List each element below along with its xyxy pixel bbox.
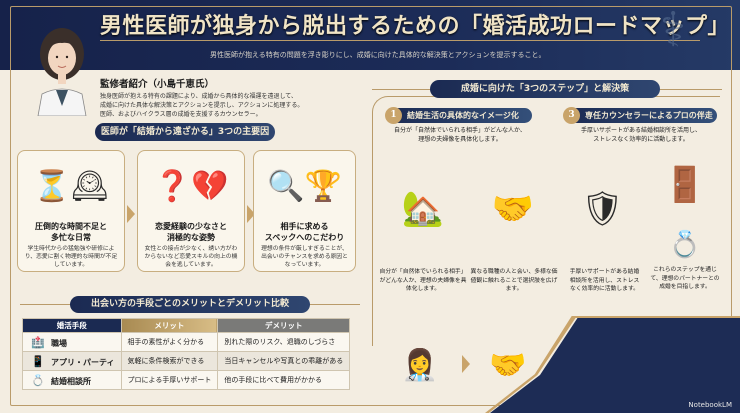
step-1-desc: 自分が「自然体でいられる相手」がどんな人か、理想の夫婦像を具体化します。 — [394, 127, 526, 143]
title-divider — [100, 40, 700, 41]
arrow-icon — [462, 355, 470, 373]
business-handshake-illustration: 🤝 — [489, 347, 527, 383]
step-caption: 異なる職種の人と会い、多様な価値観に触れることで選択肢を広げます。 — [470, 269, 558, 292]
step-number: 1 — [385, 107, 402, 124]
merit-cell: 気軽に条件検索ができる — [120, 351, 219, 371]
arrow-icon — [247, 205, 255, 223]
cause-title: 恋愛経験の少なさと消極的な姿勢 — [155, 222, 227, 242]
merit-cell: 相手の素性がよく分かる — [120, 332, 219, 352]
supervisor-title: 監修者紹介（小島千恵氏） — [100, 79, 215, 90]
smartphone-icon: 📱 — [31, 354, 45, 368]
cause-card-time: ⏳🕰 圧倒的な時間不足と多忙な日常 学生時代からの猛勉強や研修により、恋愛に割く… — [17, 150, 125, 272]
comparison-table: 婚活手段 メリット デメリット 🏥 職場 相手の素性がよく分かる 別れた際のリスク… — [22, 318, 351, 390]
outer-frame — [10, 6, 732, 406]
supervisor-line: 成婚に向けた具体な解決策とアクションを提示し、アクションに処理する。 — [100, 102, 304, 109]
comparison-heading: 出会い方の手段ごとのメリットとデメリット比較 — [70, 296, 310, 313]
step-1-header: 1 結婚生活の具体的なイメージ化 — [385, 107, 532, 124]
supervisor-line: 独身医師が抱える特有の課題により、成婚から具体的な福運を遠退して、 — [100, 93, 297, 100]
arrow-icon — [127, 205, 135, 223]
step-title: 専任カウンセラーによるプロの伴走 — [585, 111, 713, 120]
supervisor-description: 独身医師が抱える特有の課題により、成婚から具体的な福運を遠退して、 成婚に向けた… — [100, 92, 370, 119]
column-header: デメリット — [217, 318, 351, 333]
cause-card-specs: 🔍🏆 相手に求めるスペックへのこだわり 理想の条件が厳しすぎることが、出会いのチ… — [253, 150, 356, 272]
handshake-illustration: 🤝 — [491, 189, 535, 229]
supervisor-line: 医師、およびハイクラス層の成婚を支援するカウンセラー。 — [100, 111, 262, 118]
cause-text: 学生時代からの猛勉強や研修により、恋愛に割く物理的な時間が不足しています。 — [24, 246, 118, 268]
method-label: 職場 — [51, 338, 67, 348]
page-subtitle: 男性医師が抱える特有の問題を浮き彫りにし、成婚に向けた具体的な解決策とアクション… — [210, 51, 546, 59]
demerit-cell: 当日キャンセルや写真との乖離がある — [217, 351, 351, 371]
caduceus-icon: ⚕ — [660, 2, 686, 58]
rings-icon: 💍 — [668, 230, 702, 260]
column-header: 婚活手段 — [22, 318, 122, 333]
cause-text: 女性との接点が少なく、誘い方がわからないなど恋愛スキルの向上の機会を逃しています… — [144, 246, 238, 268]
steps-heading: 成婚に向けた「3つのステップ」と解決策 — [430, 80, 660, 98]
method-label: アプリ・パーティ — [51, 357, 115, 367]
column-header: メリット — [120, 318, 219, 333]
merit-cell: プロによる手厚いサポート — [120, 370, 219, 390]
step-3-desc: 手厚いサポートがある結婚相談所を活用し、ストレスなく効率的に活動します。 — [580, 127, 701, 143]
demerit-cell: 別れた際のリスク、退職のしづらさ — [217, 332, 351, 352]
cause-title: 圧倒的な時間不足と多忙な日常 — [35, 222, 107, 242]
table-row: 📱 アプリ・パーティ 気軽に条件検索ができる 当日キャンセルや写真との乖離がある — [22, 351, 351, 371]
supervisor-avatar — [28, 16, 96, 117]
step-caption: 自分が「自然体でいられる相手」がどんな人か、理想の夫婦像を具体化します。 — [379, 269, 467, 292]
hospital-icon: 🏥 — [31, 335, 45, 349]
method-label: 結婚相談所 — [51, 376, 91, 386]
table-row: 💍 結婚相談所 プロによる手厚いサポート 他の手段に比べて費用がかかる — [22, 370, 351, 390]
family-home-illustration: 🏡 — [401, 189, 445, 229]
header-banner — [0, 0, 740, 70]
step-caption: 手厚いサポートがある結婚相談所を活用し、ストレスなく効率的に活動します。 — [569, 269, 640, 292]
couple-door-illustration: 🛡 — [580, 189, 625, 229]
cause-text: 理想の条件が厳しすぎることが、出会いのチャンスを求める原因となっています。 — [261, 246, 348, 268]
step-3-header: 3 専任カウンセラーによるプロの伴走 — [563, 107, 717, 124]
step-title: 結婚生活の具体的なイメージ化 — [407, 111, 519, 120]
hourglass-icon: ⏳🕰 — [33, 168, 109, 204]
cause-title: 相手に求めるスペックへのこだわり — [264, 222, 345, 242]
couple-walking-illustration: 🚪 — [663, 165, 707, 205]
notebooklm-brand: NotebookLM — [688, 401, 732, 409]
page-title: 男性医師が独身から脱出するための「婚活成功ロードマップ」 — [100, 13, 731, 39]
step-number: 3 — [563, 107, 580, 124]
step-caption: これらのステップを通じて、理想のパートナーとの成婚を目指します。 — [650, 267, 720, 290]
magnifier-icon: 🔍🏆 — [267, 168, 342, 204]
demerit-cell: 他の手段に比べて費用がかかる — [217, 370, 351, 390]
rings-icon: 💍 — [31, 373, 45, 387]
couple-avatar-illustration: 👩‍⚕ — [401, 347, 439, 383]
causes-heading: 医師が「結婚から遠ざかる」3つの主要因 — [95, 123, 275, 141]
broken-heart-icon: ❓💔 — [153, 168, 229, 204]
table-row: 🏥 職場 相手の素性がよく分かる 別れた際のリスク、退職のしづらさ — [22, 332, 351, 352]
supervisor-intro: 監修者紹介（小島千恵氏） 独身医師が抱える特有の課題により、成婚から具体的な福運… — [100, 76, 370, 119]
cause-card-experience: ❓💔 恋愛経験の少なさと消極的な姿勢 女性との接点が少なく、誘い方がわからないな… — [137, 150, 245, 272]
